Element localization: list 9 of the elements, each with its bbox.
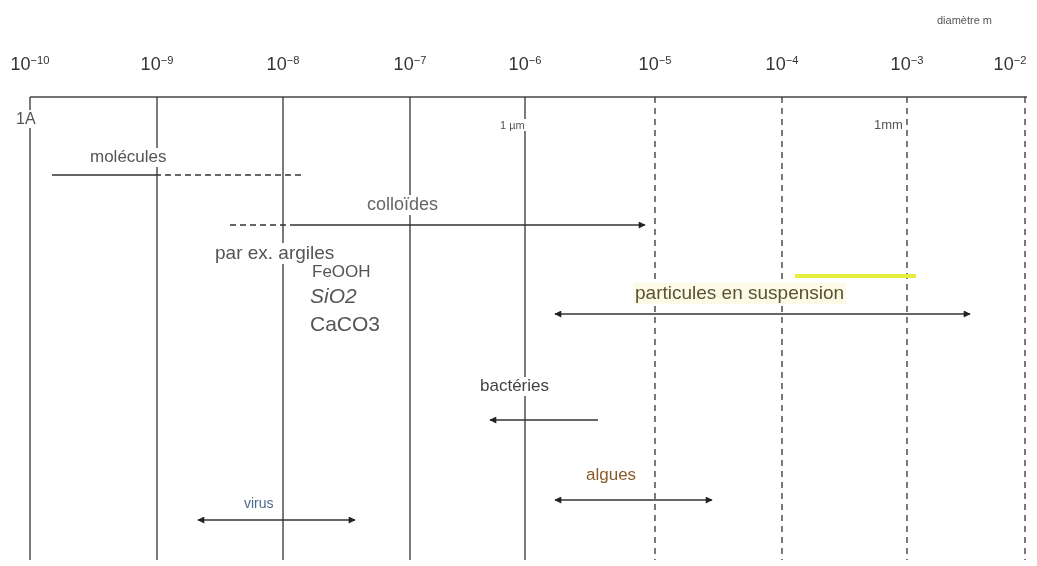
scale-mark-label: 1 µm: [498, 119, 527, 132]
category-label: colloïdes: [365, 195, 441, 215]
category-label: molécules: [88, 148, 169, 167]
scale-mark-label: 1A: [14, 110, 38, 128]
category-label: par ex. argiles: [213, 243, 337, 264]
category-label: particules en suspension: [633, 283, 847, 304]
axis-title: diamètre m: [935, 14, 995, 27]
category-label: algues: [584, 466, 639, 485]
category-label: bactéries: [478, 377, 551, 396]
